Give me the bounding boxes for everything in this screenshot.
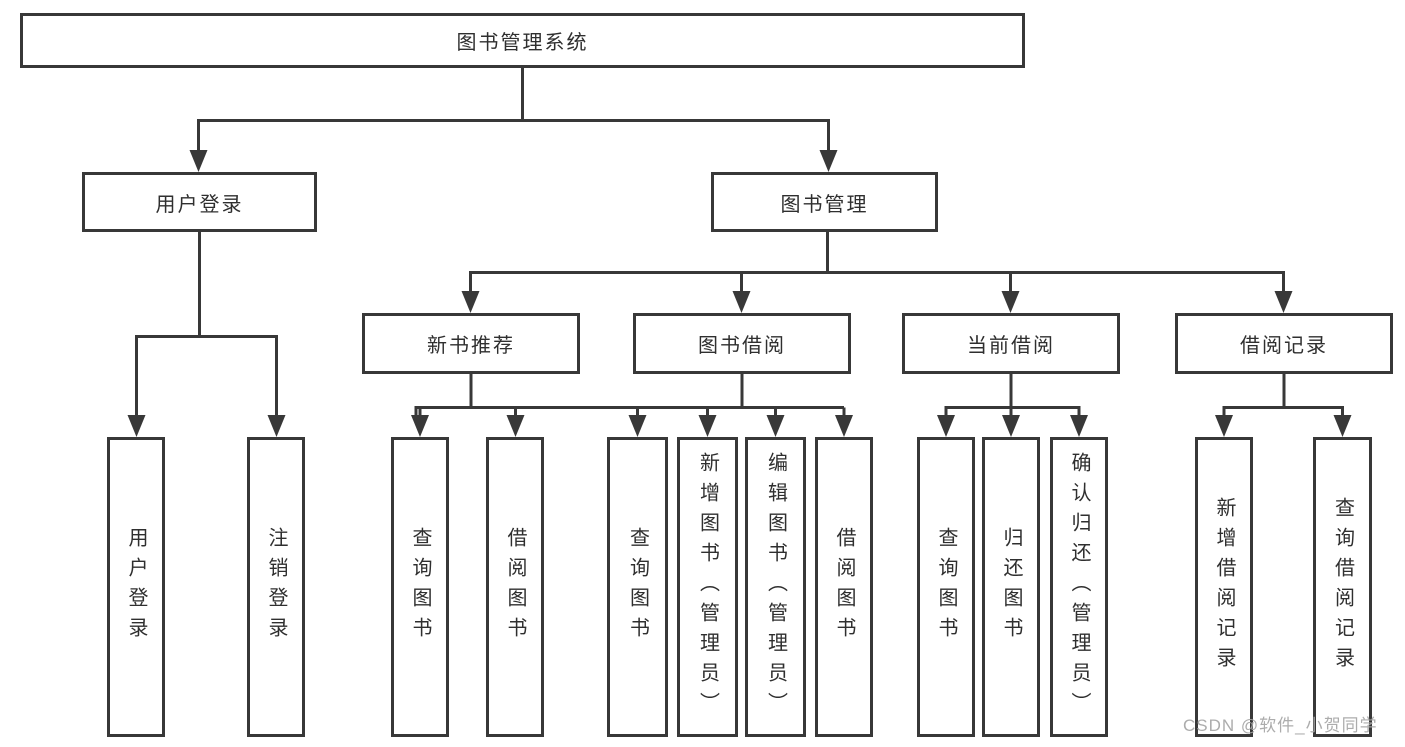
arrow-down-icon (1274, 291, 1293, 313)
connector-book-management-to-level3 (469, 232, 1285, 292)
arrow-down-icon (835, 415, 853, 437)
leaf-return-books: 归还图书 (982, 437, 1040, 737)
connector-new-book-to-leaves (418, 374, 517, 416)
node-root: 图书管理系统 (20, 13, 1025, 68)
arrow-down-icon (732, 291, 751, 313)
node-book-management: 图书管理 (711, 172, 938, 232)
arrow-down-icon (819, 150, 838, 172)
node-book-borrow: 图书借阅 (633, 313, 851, 374)
node-current-borrow: 当前借阅 (902, 313, 1120, 374)
arrow-down-icon (1070, 415, 1088, 437)
arrow-down-icon (506, 415, 525, 437)
arrow-down-icon (127, 415, 146, 437)
leaf-borrow-books-recommend: 借阅图书 (486, 437, 544, 737)
connector-current-borrow-to-leaves (944, 374, 1081, 416)
arrow-down-icon (461, 291, 480, 313)
arrow-down-icon (1333, 415, 1352, 437)
arrow-down-icon (937, 415, 955, 437)
arrow-down-icon (698, 415, 717, 437)
leaf-confirm-return-admin: 确认归还（管理员） (1050, 437, 1108, 737)
arrow-down-icon (267, 415, 286, 437)
arrow-down-icon (1001, 291, 1020, 313)
arrow-down-icon (189, 150, 208, 172)
connector-user-login-to-leaves (135, 232, 278, 416)
node-new-book-recommend: 新书推荐 (362, 313, 580, 374)
node-borrow-records: 借阅记录 (1175, 313, 1393, 374)
connector-root-to-level2 (197, 68, 830, 151)
leaf-edit-book-admin: 编辑图书（管理员） (745, 437, 806, 737)
connector-borrow-records-to-leaves (1222, 374, 1344, 416)
node-user-login: 用户登录 (82, 172, 317, 232)
leaf-add-borrow-record: 新增借阅记录 (1195, 437, 1253, 737)
leaf-logout: 注销登录 (247, 437, 305, 737)
arrow-down-icon (411, 415, 429, 437)
leaf-query-borrow-record: 查询借阅记录 (1313, 437, 1372, 737)
leaf-query-books-current: 查询图书 (917, 437, 975, 737)
arrow-down-icon (766, 415, 785, 437)
connector-book-borrow-to-leaves (414, 374, 846, 416)
csdn-watermark: CSDN @软件_小贺同学 (1183, 716, 1378, 735)
leaf-query-books-recommend: 查询图书 (391, 437, 449, 737)
leaf-borrow-books: 借阅图书 (815, 437, 873, 737)
arrow-down-icon (628, 415, 647, 437)
leaf-add-book-admin: 新增图书（管理员） (677, 437, 738, 737)
leaf-user-login: 用户登录 (107, 437, 165, 737)
leaf-query-books-borrow: 查询图书 (607, 437, 668, 737)
arrow-down-icon (1215, 415, 1233, 437)
arrow-down-icon (1002, 415, 1020, 437)
